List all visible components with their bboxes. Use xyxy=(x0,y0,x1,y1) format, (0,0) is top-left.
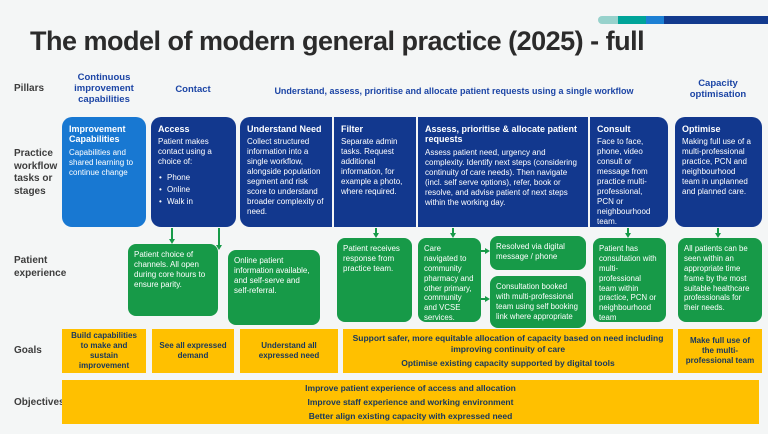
improvement-title: Improvement Capabilities xyxy=(69,124,126,145)
goal-build-capabilities: Build capabilities to make and sustain i… xyxy=(62,329,146,373)
experience-box-patient-choice: Patient choice of channels. All open dur… xyxy=(128,244,218,316)
arrow-right-icon xyxy=(481,247,490,254)
objective-line: Improve staff experience and working env… xyxy=(307,396,514,407)
goal-equitable-allocation-line1: Support safer, more equitable allocation… xyxy=(352,333,664,354)
workflow-box-access: Access Patient makes contact using a cho… xyxy=(151,117,236,227)
experience-box-consultation-booked: Consultation booked with multi-professio… xyxy=(490,276,586,328)
consult-body: Face to face, phone, video consult or me… xyxy=(597,137,651,227)
arrow-down-icon xyxy=(372,228,379,238)
access-body: Patient makes contact using a choice of: xyxy=(158,137,212,167)
access-bullet-walk-in: Walk in xyxy=(158,196,229,208)
goal-equitable-allocation: Support safer, more equitable allocation… xyxy=(343,329,673,373)
experience-box-resolved-digital: Resolved via digital message / phone xyxy=(490,236,586,270)
brand-bar-segment-navy xyxy=(664,16,768,24)
experience-box-consultation-mdt: Patient has consultation with multi-prof… xyxy=(593,238,666,322)
experience-box-response-from-team: Patient receives response from practice … xyxy=(337,238,412,322)
arrow-down-icon xyxy=(215,228,222,250)
row-label-patient-experience: Patient experience xyxy=(14,255,67,279)
assess-title: Assess, prioritise & allocate patient re… xyxy=(425,124,578,145)
arrow-right-icon xyxy=(481,295,490,302)
workflow-box-understand-need: Understand Need Collect structured infor… xyxy=(240,117,332,227)
access-bullet-phone: Phone xyxy=(158,172,229,184)
filter-title: Filter xyxy=(341,124,364,134)
pillar-continuous-improvement: Continuous improvement capabilities xyxy=(74,72,134,105)
arrow-down-icon xyxy=(449,228,456,238)
brand-bar-segment-blue xyxy=(646,16,664,24)
row-label-practice-workflow: Practice workflow tasks or stages xyxy=(14,148,58,197)
row-label-goals: Goals xyxy=(14,345,42,356)
goal-equitable-allocation-line2: Optimise existing capacity supported by … xyxy=(401,358,615,369)
access-title: Access xyxy=(158,124,190,134)
experience-box-care-navigated: Care navigated to community pharmacy and… xyxy=(418,238,481,322)
pillar-contact: Contact xyxy=(175,84,211,95)
optimise-title: Optimise xyxy=(682,124,721,134)
objective-line: Improve patient experience of access and… xyxy=(305,382,516,393)
experience-box-online-information: Online patient information available, an… xyxy=(228,250,320,325)
arrow-down-icon xyxy=(624,228,631,238)
understand-body: Collect structured information into a si… xyxy=(247,137,324,217)
workflow-box-optimise: Optimise Making full use of a multi-prof… xyxy=(675,117,762,227)
experience-box-seen-in-timeframe: All patients can be seen within an appro… xyxy=(678,238,762,322)
slide-title: The model of modern general practice (20… xyxy=(30,26,645,56)
optimise-body: Making full use of a multi-professional … xyxy=(682,137,751,197)
brand-bar-segment-teal-light xyxy=(598,16,618,24)
assess-body: Assess patient need, urgency and complex… xyxy=(425,147,577,207)
brand-bar-segment-teal xyxy=(618,16,646,24)
objectives-bar: Improve patient experience of access and… xyxy=(62,380,759,424)
understand-title: Understand Need xyxy=(247,124,322,134)
row-label-objectives: Objectives xyxy=(14,397,65,408)
row-label-pillars: Pillars xyxy=(14,83,45,94)
goal-multi-professional-team: Make full use of the multi-professional … xyxy=(678,329,762,373)
workflow-box-improvement-capabilities: Improvement Capabilities Capabilities an… xyxy=(62,117,146,227)
access-bullet-list: Phone Online Walk in xyxy=(158,172,229,208)
access-bullet-online: Online xyxy=(158,184,229,196)
workflow-box-consult: Consult Face to face, phone, video consu… xyxy=(588,117,668,227)
filter-body: Separate admin tasks. Request additional… xyxy=(341,137,403,197)
workflow-box-assess: Assess, prioritise & allocate patient re… xyxy=(416,117,588,227)
consult-title: Consult xyxy=(597,124,631,134)
workflow-box-filter: Filter Separate admin tasks. Request add… xyxy=(332,117,416,227)
workflow-stage-container: Understand Need Collect structured infor… xyxy=(240,117,668,227)
arrow-down-icon xyxy=(714,228,721,238)
pillar-single-workflow: Understand, assess, prioritise and alloc… xyxy=(274,86,634,96)
improvement-body: Capabilities and shared learning to cont… xyxy=(69,147,134,177)
pillar-capacity-optimisation: Capacity optimisation xyxy=(689,78,747,100)
objective-line: Better align existing capacity with expr… xyxy=(308,411,513,421)
arrow-down-icon xyxy=(168,228,175,244)
goal-see-demand: See all expressed demand xyxy=(152,329,234,373)
goal-understand-need: Understand all expressed need xyxy=(240,329,338,373)
